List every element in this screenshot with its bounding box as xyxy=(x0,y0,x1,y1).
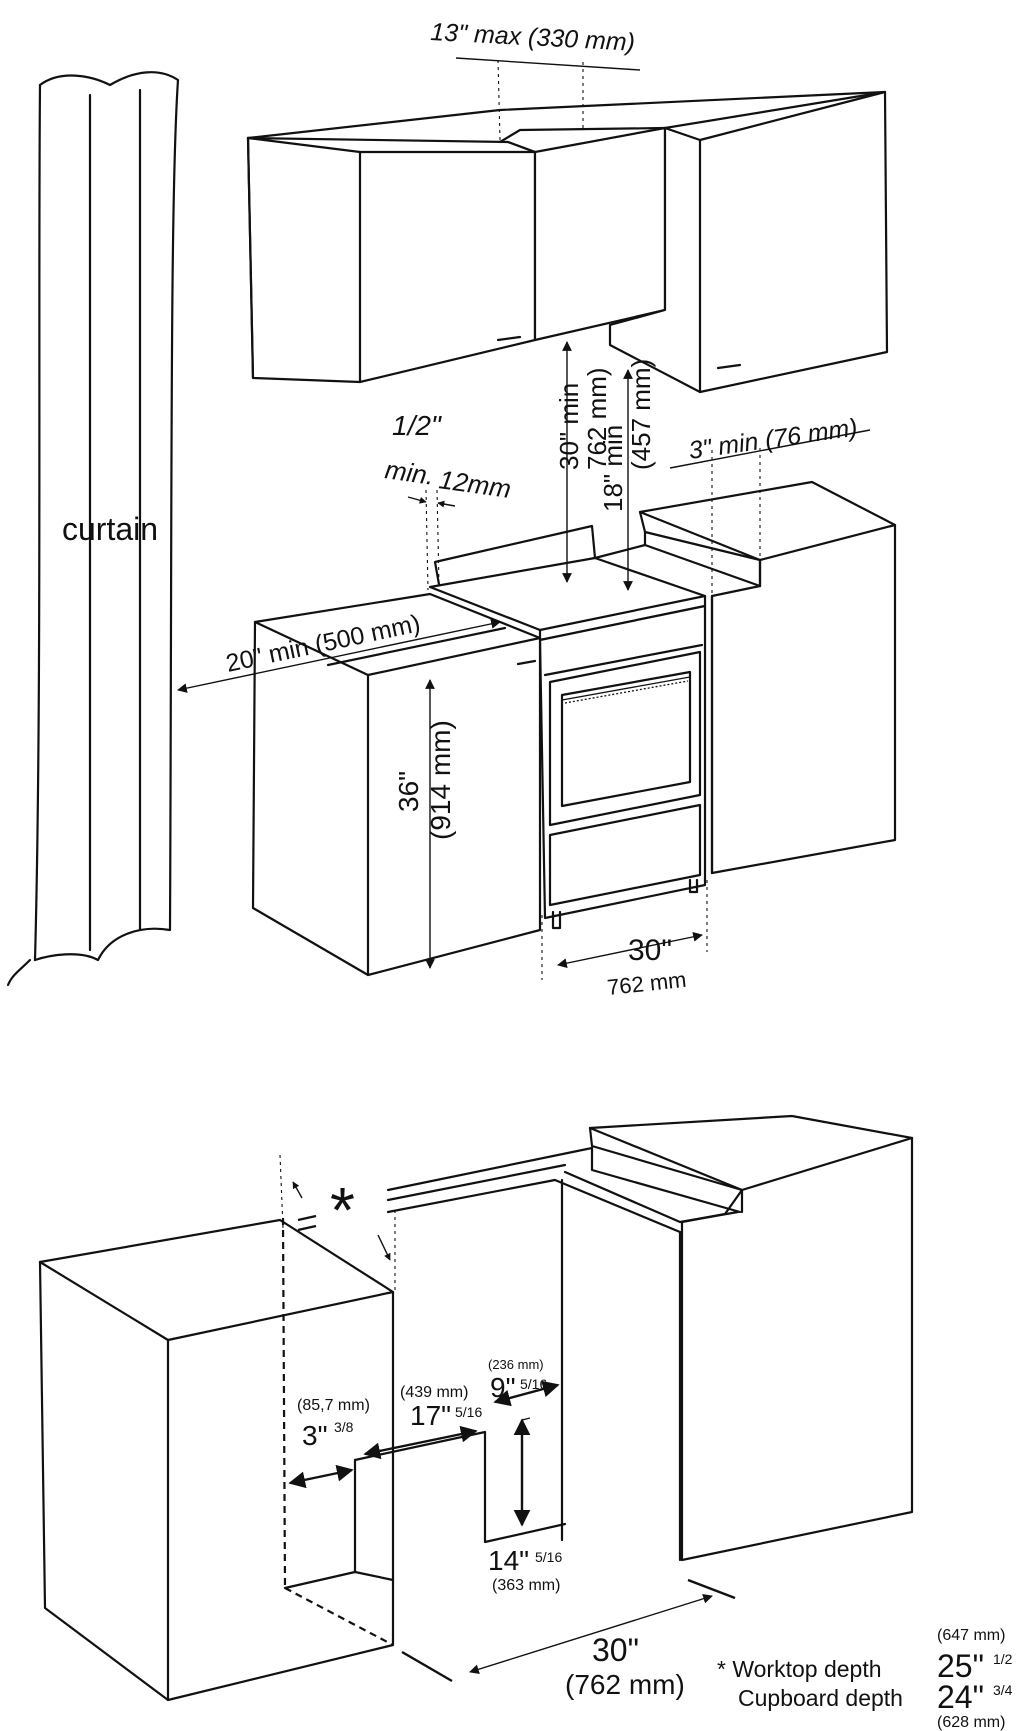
depth-legend: (647 mm) * Worktop depth 25" 1/2 Cupboar… xyxy=(717,1627,1013,1731)
bottom-left-cabinet xyxy=(38,1218,395,1702)
hood-clearance-dims: 30" min 762 mm) 18" min (457 mm) xyxy=(554,341,656,591)
upper-clearance-in: 18" min xyxy=(598,425,628,512)
worktop-label: * Worktop depth xyxy=(717,1656,882,1682)
range-appliance xyxy=(428,524,707,930)
dim-c-in: 9" xyxy=(490,1372,516,1403)
upper-clearance-mm: (457 mm) xyxy=(626,359,656,470)
width-mm-text: 762 mm xyxy=(606,967,688,1000)
cupboard-mm: (628 mm) xyxy=(937,1714,1005,1731)
counter-height-dim: 36" (914 mm) xyxy=(393,679,456,969)
counter-height-mm: (914 mm) xyxy=(425,720,456,840)
hood-clearance-in: 30" min xyxy=(554,383,584,470)
dim-a-frac: 3/8 xyxy=(334,1419,354,1435)
hood-clearance-mm: 762 mm) xyxy=(582,367,612,470)
side-clearance-text: 13" max (330 mm) xyxy=(430,18,636,57)
counter-height-in: 36" xyxy=(393,771,424,812)
dim-b-in: 17" xyxy=(410,1400,451,1431)
worktop-in: 25" xyxy=(937,1648,984,1684)
right-base-cabinet xyxy=(593,480,897,875)
dim-a-in: 3" xyxy=(302,1420,328,1451)
side-clearance-dim: 13" max (330 mm) xyxy=(430,18,641,141)
cupboard-label: Cupboard depth xyxy=(738,1685,903,1711)
cupboard-in: 24" xyxy=(937,1679,984,1715)
worktop-mm: (647 mm) xyxy=(937,1627,1005,1644)
curtain-label: curtain xyxy=(62,511,158,547)
bottom-width-dim: 30" (762 mm) xyxy=(401,1578,736,1700)
dim-d-in: 14" xyxy=(488,1545,529,1576)
bottom-width-in: 30" xyxy=(592,1632,639,1668)
dim-d-frac: 5/16 xyxy=(535,1549,562,1565)
right-gap-text: 3" min (76 mm) xyxy=(687,414,859,465)
gap-text-a: 1/2" xyxy=(392,410,442,441)
dim-b-frac: 5/16 xyxy=(455,1404,482,1420)
dim-b-mm: (439 mm) xyxy=(400,1384,468,1401)
curtain-drawing xyxy=(6,71,180,987)
upper-cabinets xyxy=(246,90,889,394)
dim-d-mm: (363 mm) xyxy=(492,1577,560,1594)
asterisk: * xyxy=(330,1174,355,1246)
worktop-frac: 1/2 xyxy=(993,1651,1013,1667)
bottom-right-cabinet xyxy=(588,1114,914,1562)
bottom-width-mm: (762 mm) xyxy=(565,1669,685,1700)
dim-c-frac: 5/16 xyxy=(520,1376,547,1392)
dim-a-mm: (85,7 mm) xyxy=(297,1397,370,1414)
cutout-dims: (85,7 mm) 3" 3/8 (439 mm) 17" 5/16 (236 … xyxy=(288,1357,562,1594)
width-in-text: 30" xyxy=(628,934,672,967)
cupboard-frac: 3/4 xyxy=(993,1682,1013,1698)
gap-text-c: 12mm xyxy=(437,464,513,504)
depth-marker: * xyxy=(279,1154,396,1290)
dim-c-mm: (236 mm) xyxy=(488,1357,544,1372)
gap-text-b: min. xyxy=(383,454,436,491)
worktop-back-edge xyxy=(386,1146,742,1562)
